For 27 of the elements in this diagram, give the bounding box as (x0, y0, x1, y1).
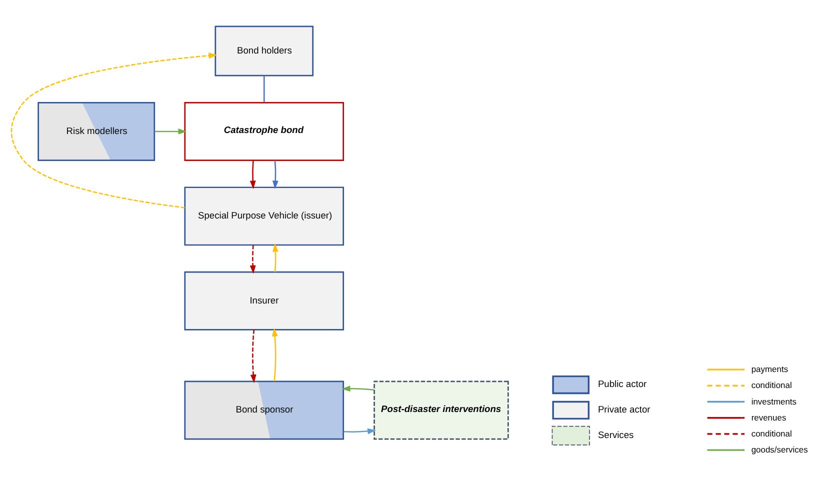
arrow (250, 160, 256, 190)
node-box: Insurer (184, 271, 344, 330)
arrow (342, 386, 374, 392)
arrow (154, 128, 187, 134)
legend-label: conditional (751, 428, 792, 438)
legend-label: Public actor (598, 379, 647, 390)
arrow (272, 160, 278, 190)
node-box: Bond holders (214, 26, 314, 76)
node-box: Special Purpose Vehicle (issuer) (184, 186, 344, 246)
legend-label: payments (751, 364, 788, 374)
arrow (10, 52, 218, 208)
arrow (272, 243, 278, 272)
legend-label: goods/services (751, 444, 808, 455)
legend-label: Private actor (598, 404, 650, 415)
arrow (250, 330, 256, 384)
connector (264, 76, 265, 102)
arrow (344, 428, 376, 434)
legend-label: Services (598, 430, 634, 440)
node-box: Risk modellers (38, 102, 156, 161)
node-box: Bond sponsor (184, 380, 344, 440)
legend-label: revenues (751, 412, 786, 422)
legend-label: conditional (751, 380, 792, 390)
arrow (272, 328, 278, 382)
legend-label: investments (751, 396, 797, 406)
node-box: Post-disaster interventions (374, 380, 509, 440)
arrow (250, 245, 256, 274)
node-box: Catastrophe bond (184, 102, 344, 161)
